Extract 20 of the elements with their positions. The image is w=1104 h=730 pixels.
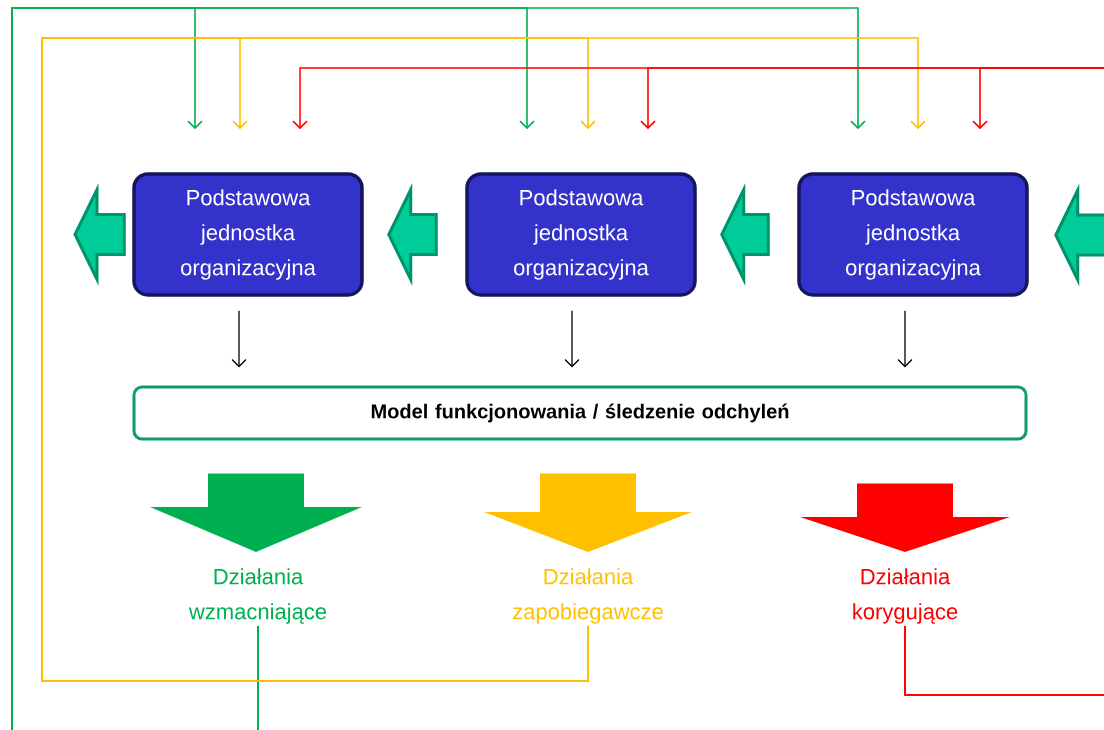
- process-box: Podstawowa jednostka organizacyjna: [465, 172, 697, 297]
- action-text: Działania zapobiegawcze: [513, 568, 663, 624]
- feedback-arrow: [11, 7, 866, 730]
- arrow: [897, 310, 913, 368]
- feedback-arrow: [904, 67, 1104, 696]
- model-box: Model funkcjonowania / śledzenie odchyleń: [132, 385, 1028, 441]
- process-box: Podstawowa jednostka organizacyjna: [132, 172, 364, 297]
- action-text: Działania korygujące: [853, 568, 958, 624]
- block-arrow: [387, 183, 438, 286]
- feedback-arrow: [41, 37, 926, 682]
- block-arrow: [73, 183, 126, 286]
- block-arrow: [484, 473, 692, 553]
- block-arrow: [720, 183, 770, 286]
- action-text: Działania wzmacniające: [188, 568, 327, 624]
- block-arrow: [150, 473, 362, 552]
- block-arrow: [800, 483, 1010, 552]
- process-box: Podstawowa jednostka organizacyjna: [797, 172, 1029, 297]
- arrow: [231, 310, 247, 368]
- arrow: [564, 310, 580, 368]
- block-arrow: [1054, 183, 1104, 287]
